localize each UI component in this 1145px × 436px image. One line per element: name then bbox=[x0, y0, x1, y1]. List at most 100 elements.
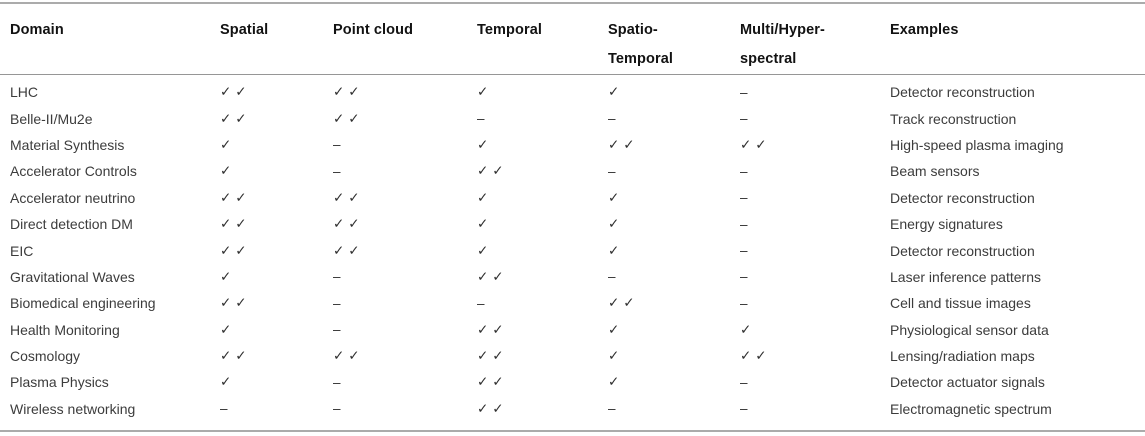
spatio-temporal-mark-cell: – bbox=[608, 401, 620, 417]
column-header-spatio-temporal: Spatio- Temporal bbox=[608, 16, 740, 74]
temporal-mark-cell: ✓✓ bbox=[477, 348, 508, 364]
table-row: Health Monitoring✓–✓✓✓✓Physiological sen… bbox=[10, 317, 1135, 343]
domain-cell: Belle-II/Mu2e bbox=[10, 110, 93, 127]
temporal-mark-cell: ✓✓ bbox=[477, 374, 508, 390]
examples-cell: Detector actuator signals bbox=[890, 374, 1045, 391]
spatio-temporal-mark-cell: ✓ bbox=[608, 189, 624, 205]
column-header-label: Domain bbox=[10, 22, 64, 38]
spatial-mark-cell: ✓✓ bbox=[220, 110, 251, 126]
spatio-temporal-mark-cell: ✓ bbox=[608, 242, 624, 258]
multi-hyperspectral-mark-cell: ✓✓ bbox=[740, 136, 771, 152]
domain-cell: Direct detection DM bbox=[10, 216, 133, 233]
column-header-label: Examples bbox=[890, 22, 959, 38]
point-cloud-mark-cell: – bbox=[333, 163, 345, 179]
table-header-row: Domain Spatial Point cloud Temporal Spat… bbox=[0, 4, 1145, 75]
multi-hyperspectral-mark-cell: ✓✓ bbox=[740, 348, 771, 364]
table-row: Direct detection DM✓✓✓✓✓✓–Energy signatu… bbox=[10, 211, 1135, 237]
spatio-temporal-mark-cell: ✓✓ bbox=[608, 295, 639, 311]
spatial-mark-cell: ✓✓ bbox=[220, 348, 251, 364]
spatial-mark-cell: ✓✓ bbox=[220, 216, 251, 232]
point-cloud-mark-cell: – bbox=[333, 295, 345, 311]
table-row: Plasma Physics✓–✓✓✓–Detector actuator si… bbox=[10, 369, 1135, 395]
examples-cell: Detector reconstruction bbox=[890, 189, 1035, 206]
temporal-mark-cell: ✓ bbox=[477, 189, 493, 205]
domain-cell: Cosmology bbox=[10, 348, 81, 365]
spatial-mark-cell: ✓ bbox=[220, 268, 236, 284]
column-header-domain: Domain bbox=[10, 16, 220, 45]
multi-hyperspectral-mark-cell: – bbox=[740, 84, 752, 100]
temporal-mark-cell: – bbox=[477, 295, 489, 311]
spatio-temporal-mark-cell: ✓ bbox=[608, 374, 624, 390]
multi-hyperspectral-mark-cell: – bbox=[740, 269, 752, 285]
multi-hyperspectral-mark-cell: – bbox=[740, 111, 752, 127]
point-cloud-mark-cell: ✓✓ bbox=[333, 348, 364, 364]
spatial-mark-cell: ✓ bbox=[220, 321, 236, 337]
temporal-mark-cell: ✓✓ bbox=[477, 321, 508, 337]
temporal-mark-cell: ✓✓ bbox=[477, 268, 508, 284]
column-header-label-line1: Multi/Hyper- bbox=[740, 22, 825, 38]
multi-hyperspectral-mark-cell: – bbox=[740, 163, 752, 179]
spatial-mark-cell: ✓ bbox=[220, 374, 236, 390]
table-row: Accelerator neutrino✓✓✓✓✓✓–Detector reco… bbox=[10, 185, 1135, 211]
spatio-temporal-mark-cell: ✓ bbox=[608, 84, 624, 100]
point-cloud-mark-cell: – bbox=[333, 137, 345, 153]
domain-cell: EIC bbox=[10, 242, 34, 259]
table-row: Cosmology✓✓✓✓✓✓✓✓✓Lensing/radiation maps bbox=[10, 343, 1135, 369]
spatio-temporal-mark-cell: ✓ bbox=[608, 216, 624, 232]
point-cloud-mark-cell: – bbox=[333, 269, 345, 285]
temporal-mark-cell: ✓✓ bbox=[477, 400, 508, 416]
domain-cell: Plasma Physics bbox=[10, 374, 109, 391]
multi-hyperspectral-mark-cell: – bbox=[740, 374, 752, 390]
examples-cell: Track reconstruction bbox=[890, 110, 1017, 127]
column-header-multi-hyperspectral: Multi/Hyper- spectral bbox=[740, 16, 890, 74]
point-cloud-mark-cell: – bbox=[333, 374, 345, 390]
table-row: EIC✓✓✓✓✓✓–Detector reconstruction bbox=[10, 237, 1135, 263]
domain-cell: Wireless networking bbox=[10, 400, 136, 417]
temporal-mark-cell: ✓✓ bbox=[477, 163, 508, 179]
multi-hyperspectral-mark-cell: – bbox=[740, 401, 752, 417]
spatial-mark-cell: ✓✓ bbox=[220, 84, 251, 100]
point-cloud-mark-cell: ✓✓ bbox=[333, 242, 364, 258]
column-header-examples: Examples bbox=[890, 16, 1135, 45]
multi-hyperspectral-mark-cell: – bbox=[740, 243, 752, 259]
spatio-temporal-mark-cell: – bbox=[608, 111, 620, 127]
examples-cell: Cell and tissue images bbox=[890, 295, 1031, 312]
examples-cell: Electromagnetic spectrum bbox=[890, 400, 1052, 417]
column-header-label-line2: Temporal bbox=[608, 51, 673, 67]
table-row: Material Synthesis✓–✓✓✓✓✓High-speed plas… bbox=[10, 132, 1135, 158]
table-row: Wireless networking––✓✓––Electromagnetic… bbox=[10, 396, 1135, 422]
multi-hyperspectral-mark-cell: – bbox=[740, 216, 752, 232]
examples-cell: Detector reconstruction bbox=[890, 84, 1035, 101]
column-header-point-cloud: Point cloud bbox=[333, 16, 477, 45]
multi-hyperspectral-mark-cell: – bbox=[740, 190, 752, 206]
spatial-mark-cell: ✓ bbox=[220, 163, 236, 179]
table-row: Gravitational Waves✓–✓✓––Laser inference… bbox=[10, 264, 1135, 290]
spatio-temporal-mark-cell: – bbox=[608, 269, 620, 285]
table-row: Accelerator Controls✓–✓✓––Beam sensors bbox=[10, 158, 1135, 184]
point-cloud-mark-cell: ✓✓ bbox=[333, 189, 364, 205]
spatio-temporal-mark-cell: ✓ bbox=[608, 321, 624, 337]
spatial-mark-cell: ✓ bbox=[220, 136, 236, 152]
multi-hyperspectral-mark-cell: – bbox=[740, 295, 752, 311]
domain-cell: Biomedical engineering bbox=[10, 295, 156, 312]
spatial-mark-cell: ✓✓ bbox=[220, 295, 251, 311]
examples-cell: Energy signatures bbox=[890, 216, 1003, 233]
column-header-label-line1: Spatio- bbox=[608, 22, 658, 38]
domain-cell: LHC bbox=[10, 84, 39, 101]
domain-cell: Material Synthesis bbox=[10, 136, 125, 153]
temporal-mark-cell: ✓ bbox=[477, 84, 493, 100]
domain-cell: Health Monitoring bbox=[10, 321, 120, 338]
point-cloud-mark-cell: ✓✓ bbox=[333, 84, 364, 100]
spatial-mark-cell: ✓✓ bbox=[220, 189, 251, 205]
temporal-mark-cell: ✓ bbox=[477, 242, 493, 258]
domain-cell: Accelerator Controls bbox=[10, 163, 137, 180]
column-header-temporal: Temporal bbox=[477, 16, 608, 45]
examples-cell: High-speed plasma imaging bbox=[890, 136, 1064, 153]
spatio-temporal-mark-cell: ✓ bbox=[608, 348, 624, 364]
column-header-label: Temporal bbox=[477, 22, 542, 38]
domain-cell: Gravitational Waves bbox=[10, 268, 135, 285]
column-header-spatial: Spatial bbox=[220, 16, 333, 45]
